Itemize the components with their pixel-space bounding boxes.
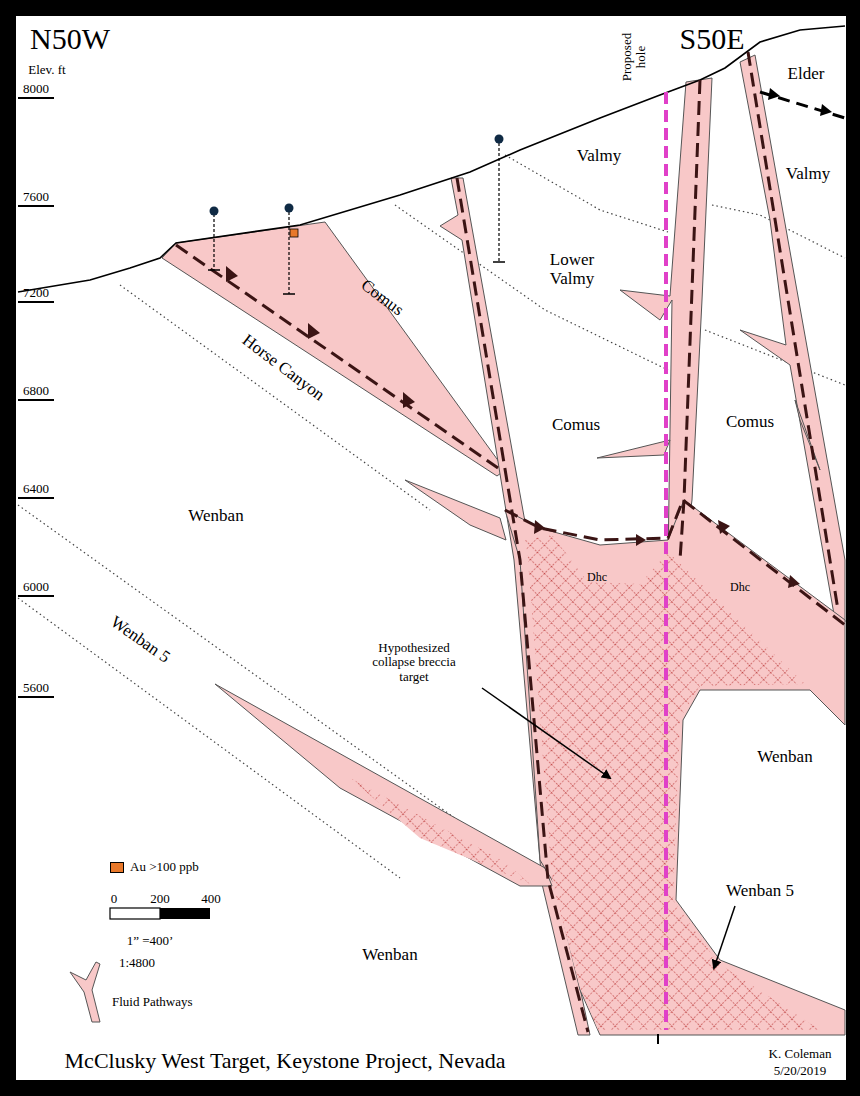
text-label: 7600	[23, 190, 49, 204]
text-label: Valmy	[786, 165, 830, 184]
text-label: 6400	[23, 482, 49, 496]
text-label: Dhc	[587, 571, 607, 584]
text-label: N50W	[30, 22, 110, 55]
drill-holes	[208, 135, 505, 295]
collapse-breccia	[350, 535, 820, 1030]
scale-bar	[110, 908, 210, 919]
legend-text: Au >100 ppb	[130, 859, 199, 875]
tick	[657, 1034, 659, 1044]
text-label: Comus	[726, 413, 774, 432]
topography	[18, 26, 845, 292]
faults	[176, 52, 845, 1032]
thrust-teeth	[226, 88, 832, 588]
text-label: 5/20/2019	[774, 1064, 827, 1078]
text-label: Valmy	[577, 147, 621, 166]
text-label: Proposed hole	[620, 26, 649, 88]
text-label: 0	[111, 892, 118, 906]
legend-swatch	[110, 862, 124, 873]
text-label: 6000	[23, 580, 49, 594]
text-label: Lower Valmy	[537, 251, 607, 288]
text-label: Wenban	[362, 946, 417, 965]
legend-entry: Fluid Pathways	[112, 994, 193, 1010]
elevation-ticks	[18, 98, 54, 697]
leader-line	[714, 906, 735, 968]
text-label: Elev. ft	[28, 63, 65, 77]
text-label: 1:4800	[119, 956, 155, 970]
text-label: K. Coleman	[769, 1047, 832, 1061]
text-label: 5600	[23, 681, 49, 695]
legend-icon	[70, 962, 100, 1022]
text-label: 1” =400’	[127, 934, 174, 948]
text-label: Wenban	[188, 507, 243, 526]
text-label: Dhc	[730, 581, 750, 594]
legend-text: Fluid Pathways	[112, 994, 193, 1010]
text-label: 400	[201, 892, 221, 906]
panel	[16, 16, 846, 1080]
proposed-hole	[664, 92, 668, 1030]
text-label: Hypothesized collapse breccia target	[358, 641, 470, 684]
text-label: 6800	[23, 384, 49, 398]
text-label: Wenban	[757, 748, 812, 767]
leader-line	[482, 688, 610, 778]
text-label: Comus	[552, 416, 600, 435]
caption-title: McClusky West Target, Keystone Project, …	[65, 1049, 506, 1073]
legend-entry: Au >100 ppb	[110, 859, 199, 875]
text-label: Wenban 5	[726, 882, 794, 901]
text-label: S50E	[679, 22, 744, 55]
text-label: 8000	[23, 82, 49, 96]
text-label: 200	[150, 892, 170, 906]
fluid-pathways	[162, 55, 845, 1035]
text-label: 7200	[23, 286, 49, 300]
text-label: Elder	[788, 65, 825, 84]
